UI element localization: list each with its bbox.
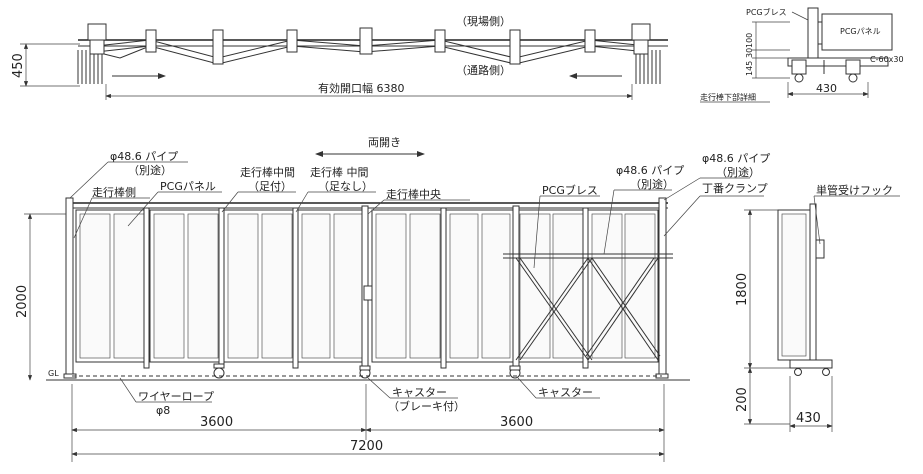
runner-mid-nofoot-note: （足なし） xyxy=(318,180,373,193)
plan-left-end xyxy=(77,23,107,84)
detail-panel-label: PCGパネル xyxy=(840,27,881,36)
pipe-mid-label: φ48.6 パイプ xyxy=(616,164,684,177)
runner-center-label: 走行棒中央 xyxy=(386,187,441,201)
right-gate-panels xyxy=(371,205,659,371)
caster-brake-label: キャスター xyxy=(392,386,447,399)
hinge-clamp-label: 丁番クランプ xyxy=(702,182,768,195)
pipe-left-label: φ48.6 パイプ xyxy=(110,150,178,163)
plan-road-side-label: （通路側） xyxy=(456,64,511,77)
side-width-dimension: 430 xyxy=(796,411,821,426)
plan-view: （現場側） （通路側） 有効開口幅 6380 450 xyxy=(11,15,668,100)
pipe-hook-label: 単管受けフック xyxy=(816,183,893,197)
side-bottom-dimension: 200 xyxy=(735,387,750,412)
dim-left-half: 3600 xyxy=(200,415,233,430)
detail-brace-label: PCGブレス xyxy=(746,7,787,17)
double-opening-label: 両開き xyxy=(368,136,401,149)
pcg-brace xyxy=(503,253,673,361)
detail-channel-label: C-60x30 xyxy=(870,55,904,64)
plan-right-end xyxy=(631,23,661,84)
pcg-brace-label: PCGブレス xyxy=(542,183,598,197)
side-view: 単管受けフック 1800 200 430 xyxy=(735,183,900,432)
runner-mid-nofoot-label: 走行棒 中間 xyxy=(310,165,369,179)
detail-dim-30: 30 xyxy=(745,48,754,58)
detail-dim-145: 145 xyxy=(745,61,754,76)
pipe-left-note: （別途） xyxy=(128,163,172,177)
wire-rope-diameter: φ8 xyxy=(156,404,170,417)
caster-brake-note: （ブレーキ付） xyxy=(388,399,465,413)
front-view: GL 2000 3600 3600 7200 両開き φ48.6 パイプ （別途… xyxy=(15,136,770,462)
pipe-mid-note: （別途） xyxy=(630,177,674,191)
runner-mid-foot-note: （足付） xyxy=(248,180,292,193)
front-height-dimension: 2000 xyxy=(15,285,30,318)
pipe-right-note: （別途） xyxy=(716,165,760,179)
plan-site-side-label: （現場側） xyxy=(456,15,511,28)
dim-total-width: 7200 xyxy=(350,439,383,454)
plan-depth-dimension: 450 xyxy=(11,53,26,78)
ground-level-label: GL xyxy=(48,369,59,378)
detail-caption: 走行棒下部詳細 xyxy=(700,92,756,102)
detail-view: PCGブレス PCGパネル C-60x30 100 30 145 430 走行棒… xyxy=(700,7,904,103)
detail-dim-100: 100 xyxy=(745,33,754,48)
dim-right-half: 3600 xyxy=(500,415,533,430)
caster-label: キャスター xyxy=(538,386,593,399)
pipe-right-label: φ48.6 パイプ xyxy=(702,152,770,165)
pcg-panel-label: PCGパネル xyxy=(160,180,216,193)
left-gate-panels xyxy=(75,205,369,371)
plan-opening-dimension: 有効開口幅 6380 xyxy=(318,81,405,95)
runner-mid-foot-label: 走行棒中間 xyxy=(240,165,295,179)
detail-width-dimension: 430 xyxy=(816,82,837,95)
side-height-dimension: 1800 xyxy=(735,273,750,306)
wire-rope-label: ワイヤーロープ xyxy=(138,390,214,403)
runner-side-label: 走行棒側 xyxy=(92,185,136,199)
